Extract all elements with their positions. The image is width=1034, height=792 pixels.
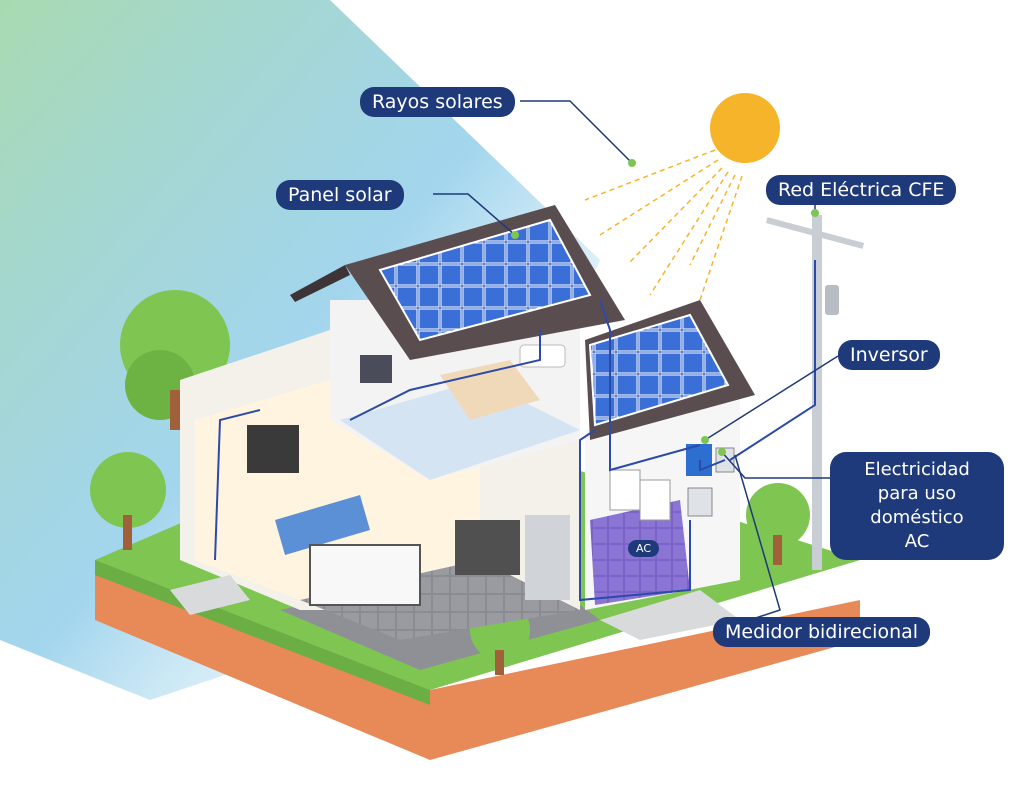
computer — [360, 355, 392, 383]
tv — [247, 425, 299, 473]
sun-rays — [584, 149, 743, 301]
washer — [609, 469, 641, 511]
label-ac-badge: AC — [628, 540, 660, 557]
breaker-box — [687, 487, 713, 517]
sofa — [275, 495, 370, 555]
label-power-grid: Red Eléctrica CFE — [766, 175, 957, 205]
label-household-electricity-line: AC — [904, 531, 930, 552]
sun — [710, 93, 780, 163]
tree-right — [746, 483, 810, 565]
annex-roof — [585, 300, 755, 440]
leader-dots — [511, 159, 819, 456]
solar-panel-main — [378, 218, 592, 342]
label-household-electricity-line: Electricidad — [864, 459, 970, 480]
label-bidirectional-meter: Medidor bidirecional — [713, 617, 931, 647]
stairs — [170, 575, 250, 615]
house-upper-floor — [330, 300, 580, 480]
label-household-electricity-line: doméstico — [870, 507, 964, 528]
fridge — [525, 515, 570, 600]
solar-panel-annex — [588, 313, 730, 427]
kitchen-counter — [309, 544, 421, 606]
label-inverter: Inversor — [838, 340, 940, 370]
label-solar-rays: Rayos solares — [360, 87, 515, 117]
main-roof — [290, 205, 625, 360]
tree-left-front — [90, 452, 166, 550]
stove — [455, 520, 520, 575]
dryer — [639, 479, 671, 521]
utility-pole — [765, 215, 865, 570]
bed — [440, 360, 540, 420]
wiring — [214, 260, 816, 602]
label-household-electricity-line: para uso — [877, 483, 957, 504]
label-solar-panel: Panel solar — [276, 180, 404, 210]
label-household-electricity: Electricidad para uso doméstico AC — [830, 452, 1004, 560]
